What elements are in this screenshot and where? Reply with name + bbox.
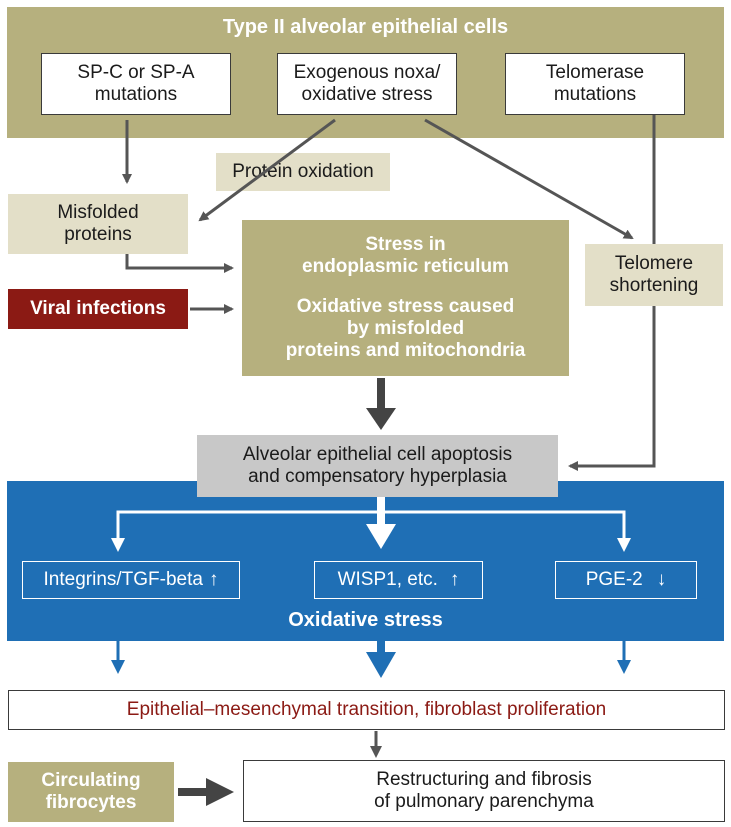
pge2-label: PGE-2 <box>585 568 643 590</box>
telomerase-mutations-box: Telomerase mutations <box>505 53 685 115</box>
emt-box: Epithelial–mesenchymal transition, fibro… <box>8 690 725 730</box>
wisp1-box: WISP1, etc. ↑ <box>314 561 483 599</box>
er-stress-box: Stress in endoplasmic reticulum Oxidativ… <box>242 220 569 376</box>
arrowhead-er-to-apoptosis <box>366 408 396 430</box>
arrowhead-apoptosis-to-wisp1 <box>366 524 396 549</box>
arrow-noxa-to-misfolded <box>198 118 336 222</box>
arrow-telomere-to-apoptosis <box>568 306 656 471</box>
emt-label: Epithelial–mesenchymal transition, fibro… <box>126 698 607 720</box>
up-arrow-icon: ↑ <box>208 568 219 590</box>
type-ii-cells-title: Type II alveolar epithelial cells <box>222 16 509 38</box>
arrowhead-fibrocytes-to-restructuring <box>206 778 234 806</box>
viral-infections-box: Viral infections <box>8 289 188 329</box>
arrow-misfolded-to-er <box>125 254 234 273</box>
arrowhead-emt-to-restructuring <box>370 746 382 758</box>
arrowhead-blue-center <box>366 652 396 678</box>
arrowhead-blue-right <box>617 660 631 674</box>
apoptosis-box: Alveolar epithelial cell apoptosis and c… <box>197 435 558 497</box>
exogenous-noxa-box: Exogenous noxa/ oxidative stress <box>277 53 457 115</box>
oxidative-stress-misfolded-text: Oxidative stress caused by misfolded pro… <box>285 296 526 361</box>
sp-mutations-box: SP-C or SP-A mutations <box>41 53 231 115</box>
up-arrow-icon: ↑ <box>449 568 460 590</box>
arrow-noxa-to-telomere <box>424 118 634 240</box>
integrins-tgf-label: Integrins/TGF-beta <box>43 568 203 590</box>
misfolded-proteins-box: Misfolded proteins <box>8 194 188 254</box>
arrowhead-to-pge2 <box>617 538 631 552</box>
arrowhead-blue-left <box>111 660 125 674</box>
arrowhead-to-integrins <box>111 538 125 552</box>
wisp1-label: WISP1, etc. <box>337 568 438 590</box>
down-arrow-icon: ↓ <box>656 568 667 590</box>
integrins-tgf-box: Integrins/TGF-beta ↑ <box>22 561 240 599</box>
restructuring-fibrosis-box: Restructuring and fibrosis of pulmonary … <box>243 760 725 822</box>
oxidative-stress-label: Oxidative stress <box>288 609 443 631</box>
line-white-horizontal <box>116 510 626 540</box>
protein-oxidation-box: Protein oxidation <box>216 153 390 191</box>
pge2-box: PGE-2 ↓ <box>555 561 697 599</box>
circulating-fibrocytes-box: Circulating fibrocytes <box>8 762 174 822</box>
telomere-shortening-box: Telomere shortening <box>585 244 723 306</box>
er-stress-text: Stress in endoplasmic reticulum <box>302 234 509 278</box>
